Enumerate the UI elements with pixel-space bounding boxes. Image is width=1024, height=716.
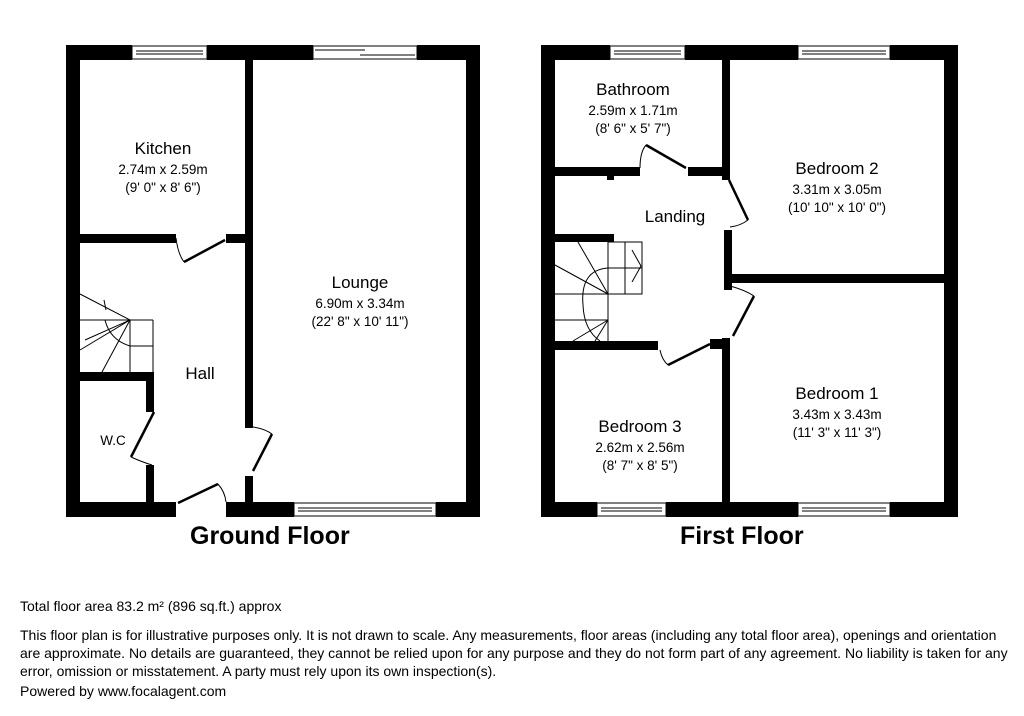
bedroom3-metric: 2.62m x 2.56m: [595, 440, 684, 455]
wall: [66, 45, 80, 517]
wall: [466, 45, 480, 517]
first-floor-title: First Floor: [680, 522, 804, 550]
first-floor-stairs: [554, 241, 643, 342]
first-floor-windows: [596, 45, 891, 517]
first-floor-plan: [541, 45, 958, 517]
ground-floor-windows: [131, 45, 437, 517]
room-labels: Kitchen 2.74m x 2.59m (9' 0" x 8' 6") Lo…: [100, 80, 886, 473]
disclaimer-text: This floor plan is for illustrative purp…: [20, 627, 1008, 679]
hall-label: Hall: [185, 364, 214, 383]
lounge-label: Lounge: [332, 273, 389, 292]
ground-floor-doors: [129, 237, 274, 505]
lounge-imperial: (22' 8" x 10' 11"): [311, 314, 408, 329]
ground-floor-plan: [66, 45, 480, 517]
lounge-metric: 6.90m x 3.34m: [315, 296, 404, 311]
bathroom-label: Bathroom: [596, 80, 670, 99]
total-floor-area: Total floor area 83.2 m² (896 sq.ft.) ap…: [20, 598, 282, 614]
bedroom2-imperial: (10' 10" x 10' 0"): [788, 200, 886, 215]
bedroom1-metric: 3.43m x 3.43m: [792, 407, 881, 422]
bedroom2-metric: 3.31m x 3.05m: [792, 182, 881, 197]
wc-label: W.C: [100, 433, 126, 448]
powered-by-text: Powered by www.focalagent.com: [20, 683, 227, 699]
bedroom3-imperial: (8' 7" x 8' 5"): [602, 458, 678, 473]
lounge-patio-door: [312, 45, 418, 60]
kitchen-label: Kitchen: [135, 139, 192, 158]
bedroom1-label: Bedroom 1: [795, 384, 878, 403]
bathroom-metric: 2.59m x 1.71m: [588, 103, 677, 118]
bedroom2-label: Bedroom 2: [795, 159, 878, 178]
kitchen-window: [131, 45, 208, 60]
first-floor-doors: [639, 143, 756, 367]
bathroom-imperial: (8' 6" x 5' 7"): [595, 121, 671, 136]
ground-floor-title: Ground Floor: [190, 522, 350, 550]
landing-label: Landing: [645, 207, 706, 226]
bedroom3-label: Bedroom 3: [598, 417, 681, 436]
ground-floor-stairs: [79, 293, 154, 373]
kitchen-imperial: (9' 0" x 8' 6"): [125, 180, 201, 195]
bedroom1-imperial: (11' 3" x 11' 3"): [793, 425, 882, 440]
kitchen-metric: 2.74m x 2.59m: [118, 162, 207, 177]
lounge-window: [293, 502, 437, 517]
